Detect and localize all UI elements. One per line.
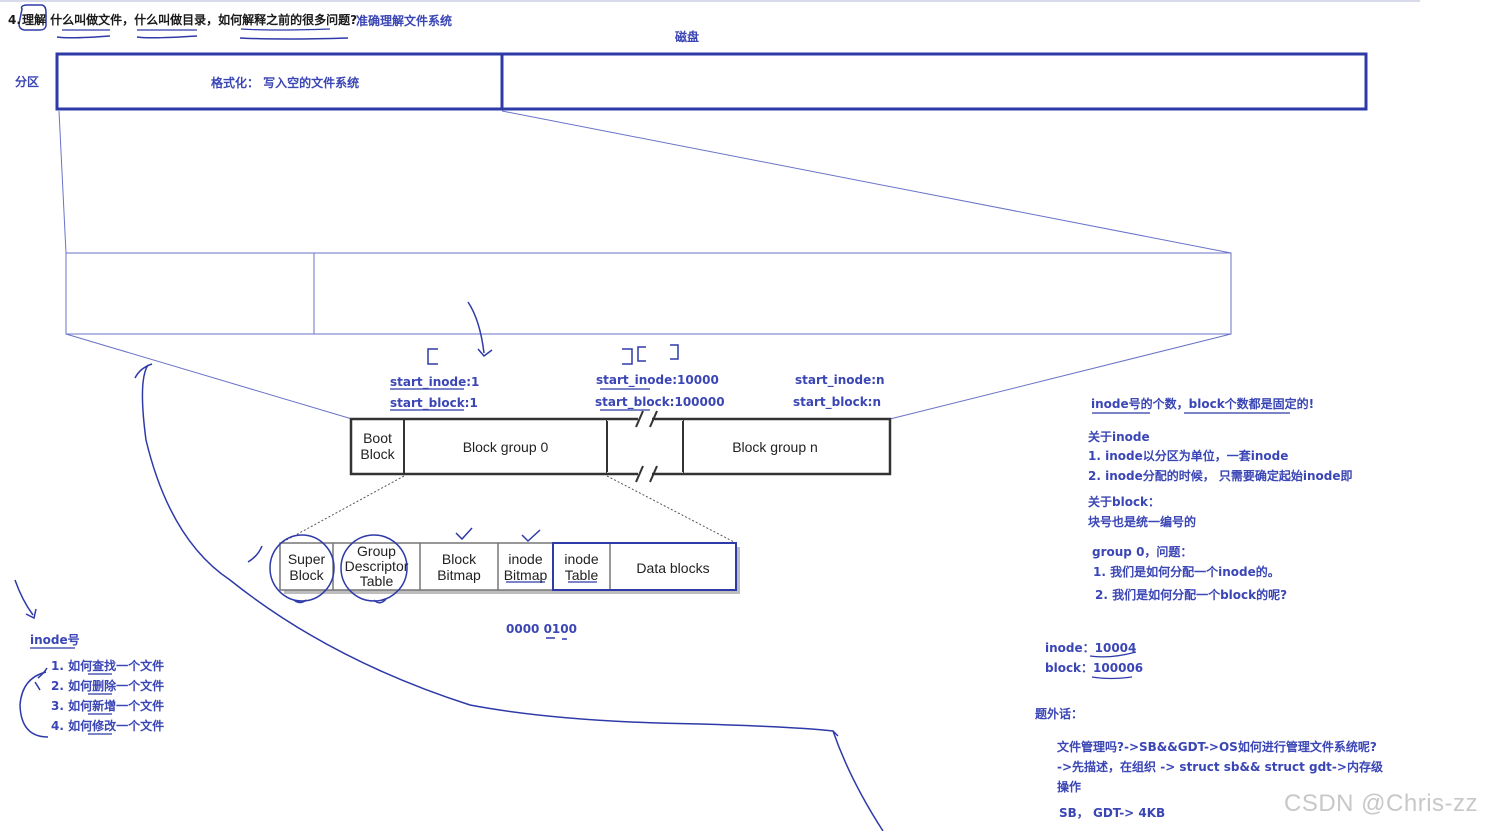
note-q2: 2. 我们是如何分配一个block的呢? — [1095, 588, 1288, 602]
groupmid-start-inode: start_inode:10000 — [596, 373, 719, 387]
heading-number: 4. — [8, 13, 21, 27]
note-aside-4: SB， GDT-> 4KB — [1059, 806, 1166, 820]
note-group0-q: group 0，问题： — [1092, 545, 1193, 559]
note-block-val: block：100006 — [1045, 661, 1144, 675]
note-inode-val: inode：10004 — [1045, 641, 1137, 655]
format-label: 格式化： 写入空的文件系统 — [211, 76, 360, 90]
inode-bitmap-label: inode Bitmap — [503, 551, 548, 583]
note-aside: 题外话： — [1035, 707, 1084, 721]
partition-label: 分区 — [15, 75, 40, 89]
expanded-partition-box — [65, 252, 1232, 335]
bitmap-bits: 0000 0100 — [506, 622, 577, 636]
disk-label: 磁盘 — [675, 30, 700, 44]
inode-table-label: inode Table — [564, 551, 599, 583]
heading-sub: 准确理解文件系统 — [356, 14, 453, 28]
inode-item-1: 1. 如何查找一个文件 — [51, 659, 165, 673]
block-bitmap-label: Block Bitmap — [437, 551, 481, 583]
group0-start-block: start_block:1 — [390, 396, 478, 410]
heading-main: 理解 什么叫做文件，什么叫做目录，如何解释之前的很多问题? — [22, 13, 358, 27]
note-block-1: 块号也是统一编号的 — [1088, 515, 1197, 529]
note-fixed: inode号的个数，block个数都是固定的! — [1091, 397, 1315, 411]
gdt-label: Group Descriptor Table — [344, 543, 409, 589]
block-group-0-label: Block group 0 — [462, 439, 549, 455]
groupn-start-inode: start_inode:n — [795, 373, 885, 387]
disk-box — [55, 52, 1368, 111]
note-inode-2: 2. inode分配的时候， 只需要确定起始inode即 — [1088, 469, 1353, 483]
inode-section-title: inode号 — [30, 633, 80, 647]
boot-block-label: Boot Block — [360, 430, 395, 462]
note-inode-1: 1. inode以分区为单位，一套inode — [1088, 449, 1289, 463]
groupmid-start-block: start_block:100000 — [595, 395, 725, 409]
group0-start-inode: start_inode:1 — [390, 375, 480, 389]
block-group-n-label: Block group n — [732, 439, 818, 455]
note-aside-2: ->先描述，在组织 -> struct sb&& struct gdt->内存级 — [1057, 760, 1383, 774]
data-blocks-label: Data blocks — [636, 560, 710, 576]
note-aside-3: 操作 — [1057, 780, 1082, 794]
block-group-row — [349, 417, 892, 476]
inode-item-2: 2. 如何删除一个文件 — [51, 679, 165, 693]
super-block-label: Super Block — [287, 551, 326, 583]
note-about-block: 关于block： — [1088, 495, 1161, 509]
note-q1: 1. 我们是如何分配一个inode的。 — [1093, 565, 1280, 579]
groupn-start-block: start_block:n — [793, 395, 882, 409]
note-about-inode: 关于inode — [1088, 430, 1150, 444]
note-aside-1: 文件管理吗?->SB&&GDT->OS如何进行管理文件系统呢? — [1057, 740, 1377, 754]
inode-item-4: 4. 如何修改一个文件 — [51, 719, 165, 733]
watermark: CSDN @Chris-zz — [1284, 790, 1479, 817]
inode-item-3: 3. 如何新增一个文件 — [51, 699, 165, 713]
